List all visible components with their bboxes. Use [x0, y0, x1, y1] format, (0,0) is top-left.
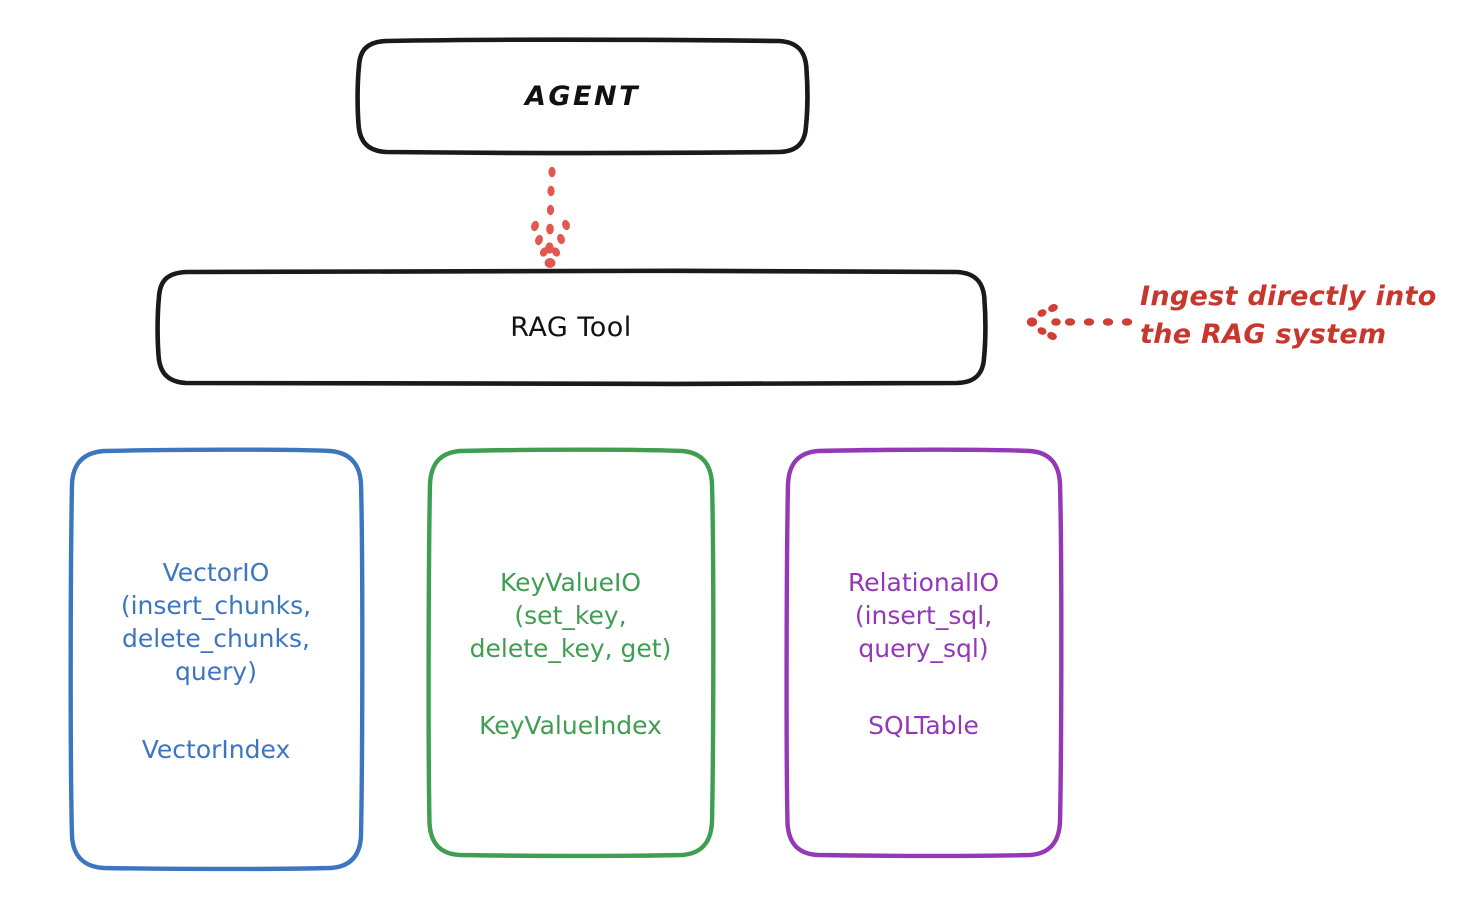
- rag-tool-box-outline: [155, 268, 988, 387]
- key-value-index-label: KeyValueIndex: [479, 711, 662, 741]
- vector-index-label: VectorIndex: [141, 734, 291, 764]
- vector-io-box-outline: [68, 447, 365, 872]
- vector-io-node[interactable]: VectorIO (insert_chunks, delete_chunks, …: [70, 450, 362, 869]
- ingest-annotation-note: Ingest directly into the RAG system: [1140, 281, 1437, 351]
- key-value-io-title: KeyValueIO (set_key, delete_key, get): [469, 567, 672, 664]
- agent-box-outline: [355, 37, 810, 156]
- rag-tool-label: RAG Tool: [510, 311, 632, 343]
- relational-io-node[interactable]: RelationalIO (insert_sql, query_sql) SQL…: [786, 450, 1061, 856]
- relational-io-title: RelationalIO (insert_sql, query_sql): [847, 567, 1000, 664]
- agent-to-rag-dotted-arrow: [531, 166, 570, 268]
- agent-label: AGENT: [524, 81, 640, 112]
- sql-table-label: SQLTable: [868, 711, 979, 741]
- relational-io-box-outline: [784, 447, 1064, 859]
- key-value-io-node[interactable]: KeyValueIO (set_key, delete_key, get) Ke…: [428, 450, 713, 856]
- key-value-io-box-outline: [426, 447, 716, 859]
- note-to-rag-dotted-arrow: [1026, 304, 1133, 340]
- rag-tool-node[interactable]: RAG Tool: [157, 271, 985, 383]
- vector-io-title: VectorIO (insert_chunks, delete_chunks, …: [120, 557, 312, 687]
- agent-node[interactable]: AGENT: [358, 40, 807, 153]
